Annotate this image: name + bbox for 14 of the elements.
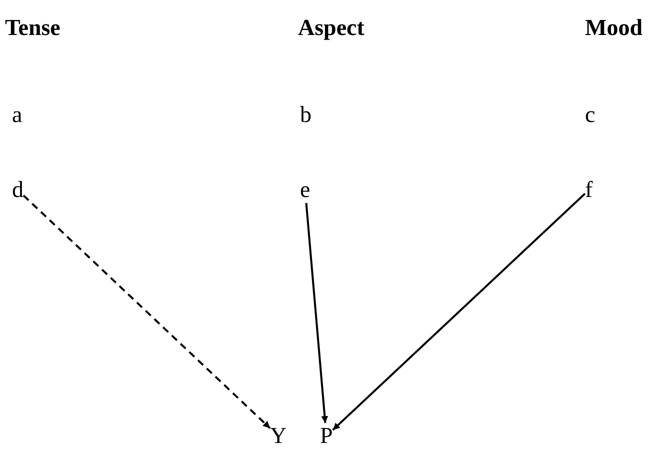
arrow bbox=[305, 202, 328, 424]
arrow bbox=[332, 192, 586, 431]
letter-label: e bbox=[300, 177, 310, 203]
letter-label: Y bbox=[270, 423, 287, 449]
column-heading: Mood bbox=[585, 15, 642, 41]
letter-label: b bbox=[300, 102, 312, 128]
column-heading: Tense bbox=[5, 15, 60, 41]
dashed-arrow bbox=[22, 194, 271, 429]
letter-label: P bbox=[320, 423, 333, 449]
letter-label: d bbox=[12, 177, 24, 203]
letter-label: c bbox=[585, 102, 596, 128]
letter-label: a bbox=[12, 102, 22, 128]
letter-label: f bbox=[585, 177, 593, 203]
column-heading: Aspect bbox=[298, 15, 364, 41]
